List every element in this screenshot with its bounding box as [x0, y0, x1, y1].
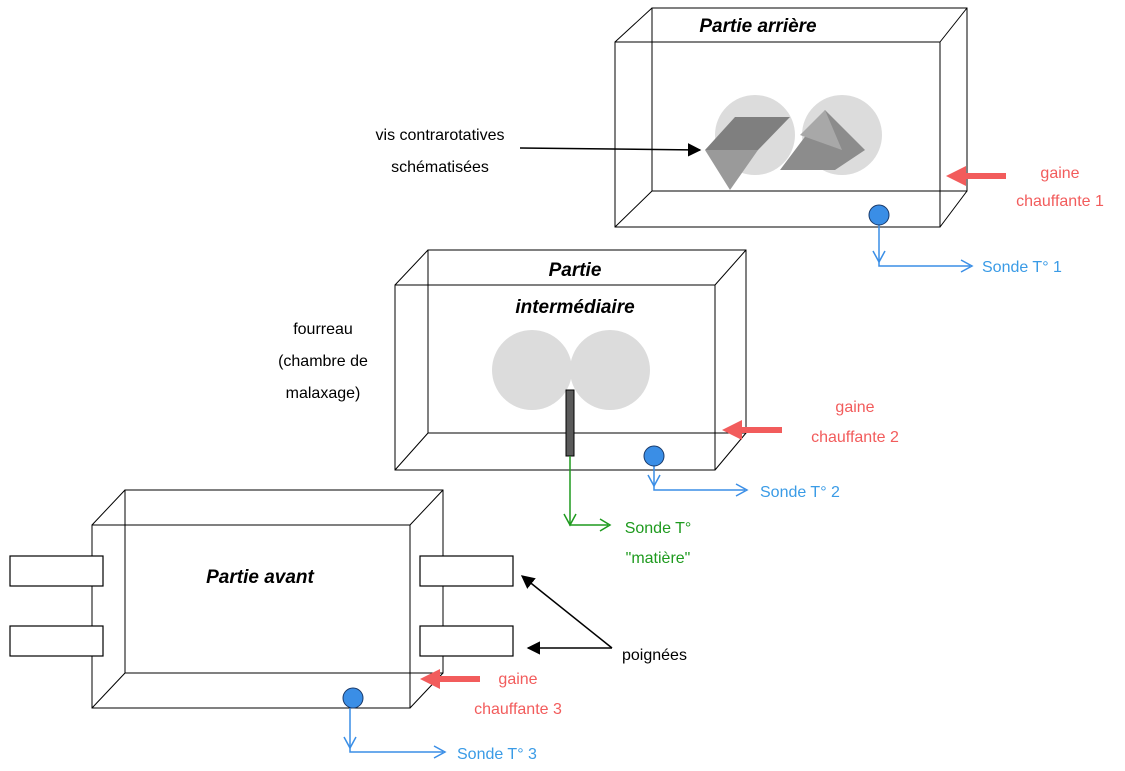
- handle-left-bottom: [9, 625, 104, 657]
- probe-dots: [342, 204, 890, 709]
- barrel-label-line2: (chambre de: [278, 353, 368, 370]
- screws-label-line2: schématisées: [391, 159, 489, 176]
- screws-rear: [705, 95, 882, 190]
- material-probe-lead: [563, 456, 612, 532]
- probe-2-dot: [643, 445, 665, 467]
- handle-right-bottom: [419, 625, 514, 657]
- barrel-label-line1: fourreau: [293, 321, 353, 338]
- probe-3-dot: [342, 687, 364, 709]
- heater-3-arrow: [420, 669, 480, 689]
- heater-1-label-line2: chauffante 1: [1016, 193, 1104, 210]
- screws-label-line1: vis contrarotatives: [376, 127, 505, 144]
- screws-annotation: vis contrarotatives schématisées: [376, 127, 702, 176]
- rear-title: Partie arrière: [699, 16, 817, 37]
- rear-section: Partie arrière: [614, 7, 968, 228]
- screws-middle: [492, 330, 650, 410]
- probe-1-dot: [868, 204, 890, 226]
- heater-1-arrow: [946, 166, 1006, 186]
- middle-title-line1: Partie: [549, 260, 602, 281]
- heaters: [420, 166, 1006, 689]
- screws-arrow: [519, 143, 702, 157]
- middle-box: [394, 249, 747, 471]
- heater-1-label-line1: gaine: [1040, 165, 1079, 182]
- handles-label: poignées: [622, 647, 687, 664]
- middle-title-line2: intermédiaire: [515, 297, 635, 318]
- probe-1-lead: [872, 224, 974, 273]
- handles: [9, 555, 514, 657]
- probe-2-lead: [647, 466, 749, 497]
- probe-1-label: Sonde T° 1: [982, 259, 1062, 276]
- material-probe-rod: [565, 389, 575, 457]
- handle-left-top: [9, 555, 104, 587]
- rear-box: [614, 7, 968, 228]
- barrel-annotation: fourreau (chambre de malaxage): [278, 321, 368, 402]
- front-title: Partie avant: [206, 567, 314, 588]
- material-probe-label-line2: "matière": [626, 550, 691, 567]
- heater-3-label-line1: gaine: [498, 671, 537, 688]
- heater-2-arrow: [722, 420, 782, 440]
- probe-leads: [343, 224, 974, 759]
- heater-2-label-line2: chauffante 2: [811, 429, 899, 446]
- handles-annotation: poignées: [520, 575, 687, 664]
- front-box: [91, 489, 444, 709]
- heater-2-label-line1: gaine: [835, 399, 874, 416]
- middle-section: Partie intermédiaire: [394, 249, 747, 471]
- heater-3-label-line2: chauffante 3: [474, 701, 562, 718]
- probe-3-label: Sonde T° 3: [457, 746, 537, 763]
- probe-2-label: Sonde T° 2: [760, 484, 840, 501]
- handle-right-top: [419, 555, 514, 587]
- handles-arrow-top: [520, 575, 613, 649]
- barrel-label-line3: malaxage): [286, 385, 361, 402]
- material-probe-label-line1: Sonde T°: [625, 520, 692, 537]
- front-section: Partie avant: [9, 489, 514, 709]
- probe-3-lead: [343, 708, 447, 759]
